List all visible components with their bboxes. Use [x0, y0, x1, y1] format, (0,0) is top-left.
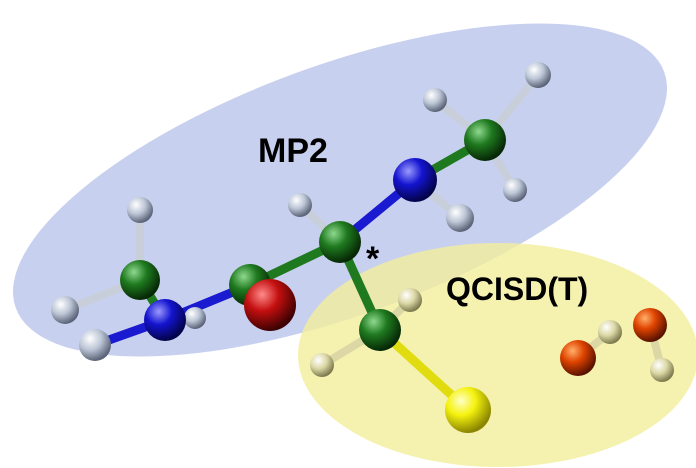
- hydrogen-atom: [288, 193, 312, 217]
- hydrogen-atom: [127, 197, 153, 223]
- hydrogen-atom: [398, 288, 422, 312]
- water-oxygen-atom: [633, 308, 667, 342]
- oxygen-atom: [244, 279, 296, 331]
- hydrogen-atom: [184, 307, 206, 329]
- hydrogen-atom: [423, 88, 447, 112]
- mp2-region: [12, 23, 668, 357]
- qcisd-label: QCISD(T): [446, 271, 588, 307]
- water-hydrogen-atom: [650, 358, 674, 382]
- water-hydrogen-atom: [598, 320, 622, 344]
- water-oxygen-atom: [560, 340, 596, 376]
- chiral-center-marker: *: [366, 240, 380, 278]
- hydrogen-atom: [446, 204, 474, 232]
- nitrogen-atom: [144, 299, 186, 341]
- carbon-atom: [319, 221, 361, 263]
- carbon-atom: [120, 260, 160, 300]
- hydrogen-atom: [51, 296, 79, 324]
- hydrogen-atom: [79, 329, 111, 361]
- sulfur-atom: [445, 387, 491, 433]
- carbon-atom: [359, 309, 401, 351]
- qcisd-region: [298, 243, 696, 467]
- mp2-label: MP2: [258, 132, 328, 170]
- atoms: [51, 62, 674, 433]
- hydrogen-atom: [525, 62, 551, 88]
- nitrogen-atom: [393, 158, 437, 202]
- hydrogen-atom: [310, 353, 334, 377]
- hydrogen-atom: [503, 178, 527, 202]
- carbon-atom: [464, 119, 506, 161]
